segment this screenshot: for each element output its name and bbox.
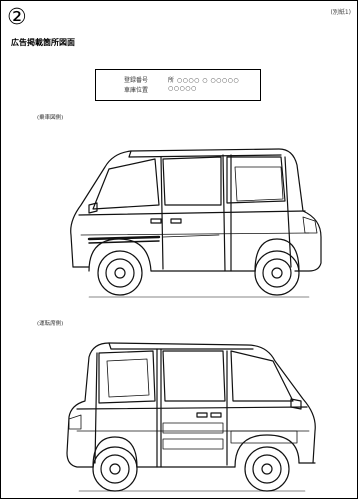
document-title: 広告掲載箇所図面 (11, 38, 75, 47)
info-value: ○○○○○ (168, 85, 197, 92)
info-label: 登録番号 (124, 77, 149, 84)
info-value: 所 ○○○○ ○ ○○○○○ (168, 77, 240, 84)
page-reference: (別紙1) (330, 9, 352, 16)
info-row-garage: 車庫位置 ○○○○○ (96, 85, 260, 95)
info-row-registration: 登録番号 所 ○○○○ ○ ○○○○○ (96, 75, 260, 85)
info-label: 車庫位置 (124, 87, 149, 94)
van-driver-side-drawing (59, 335, 329, 495)
view-label-left-side: (乗車図側) (37, 115, 64, 121)
van-side-view-drawing (59, 139, 329, 301)
view-label-right-side: (運転席側) (37, 321, 64, 327)
vehicle-info-table: 登録番号 所 ○○○○ ○ ○○○○○ 車庫位置 ○○○○○ (95, 69, 261, 101)
circled-number: ② (7, 5, 27, 30)
